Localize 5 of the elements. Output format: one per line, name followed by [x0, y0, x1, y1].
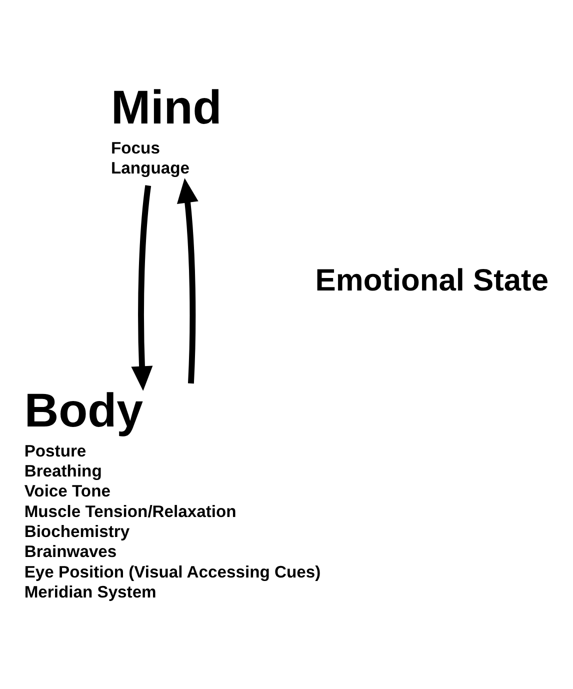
node-text: Mind Focus Language	[111, 81, 222, 178]
arrow	[176, 178, 198, 384]
label: Emotional State	[315, 262, 549, 298]
node-text: Body Posture Breathing Voice Tone Muscle Tension/Relaxation Biochemistry Brainwaves Eye Position (Visual Accessing Cues) Meridian System	[24, 384, 321, 602]
arrow	[131, 184, 153, 390]
